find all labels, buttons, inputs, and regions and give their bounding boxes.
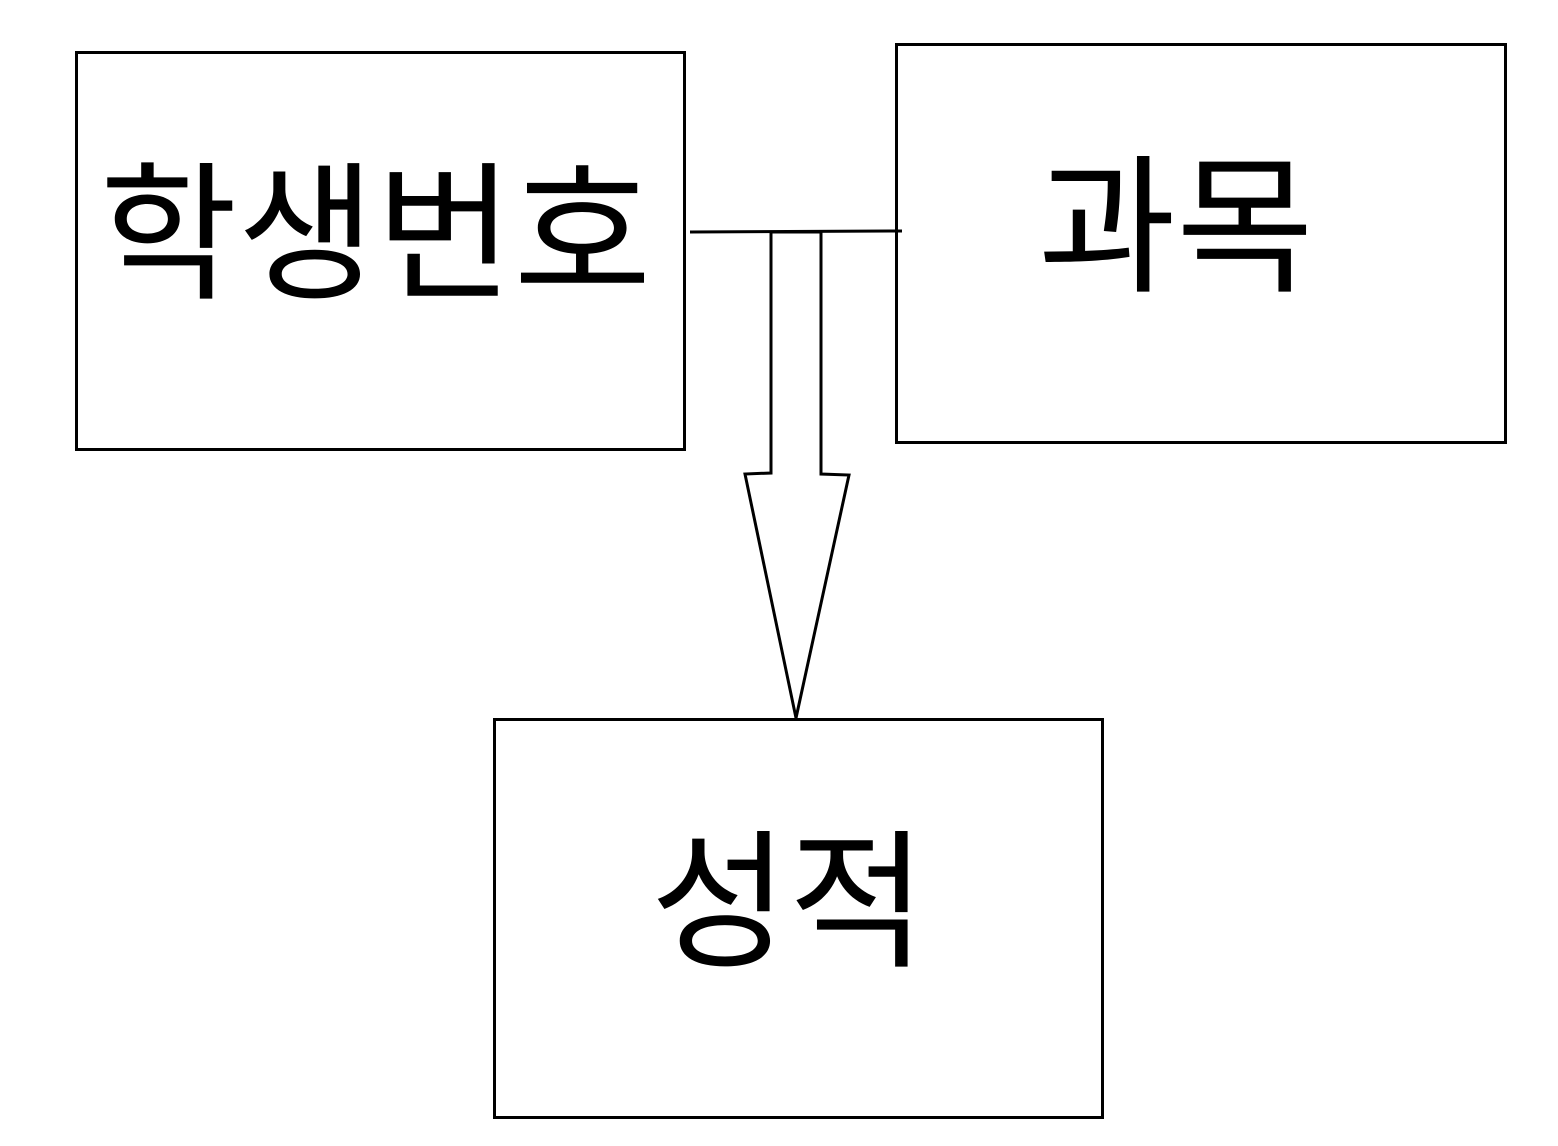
connector-line-student-subject [689, 229, 903, 234]
entity-box-grade[interactable]: 성적 [493, 718, 1104, 1119]
entity-box-subject[interactable]: 과목 [895, 43, 1507, 444]
entity-box-student-number[interactable]: 학생번호 [75, 51, 686, 451]
entity-label-subject: 과목 [1037, 141, 1314, 316]
entity-label-grade: 성적 [650, 816, 927, 991]
determination-arrow-to-grade [743, 230, 851, 719]
entity-label-student-number: 학생번호 [99, 149, 652, 323]
